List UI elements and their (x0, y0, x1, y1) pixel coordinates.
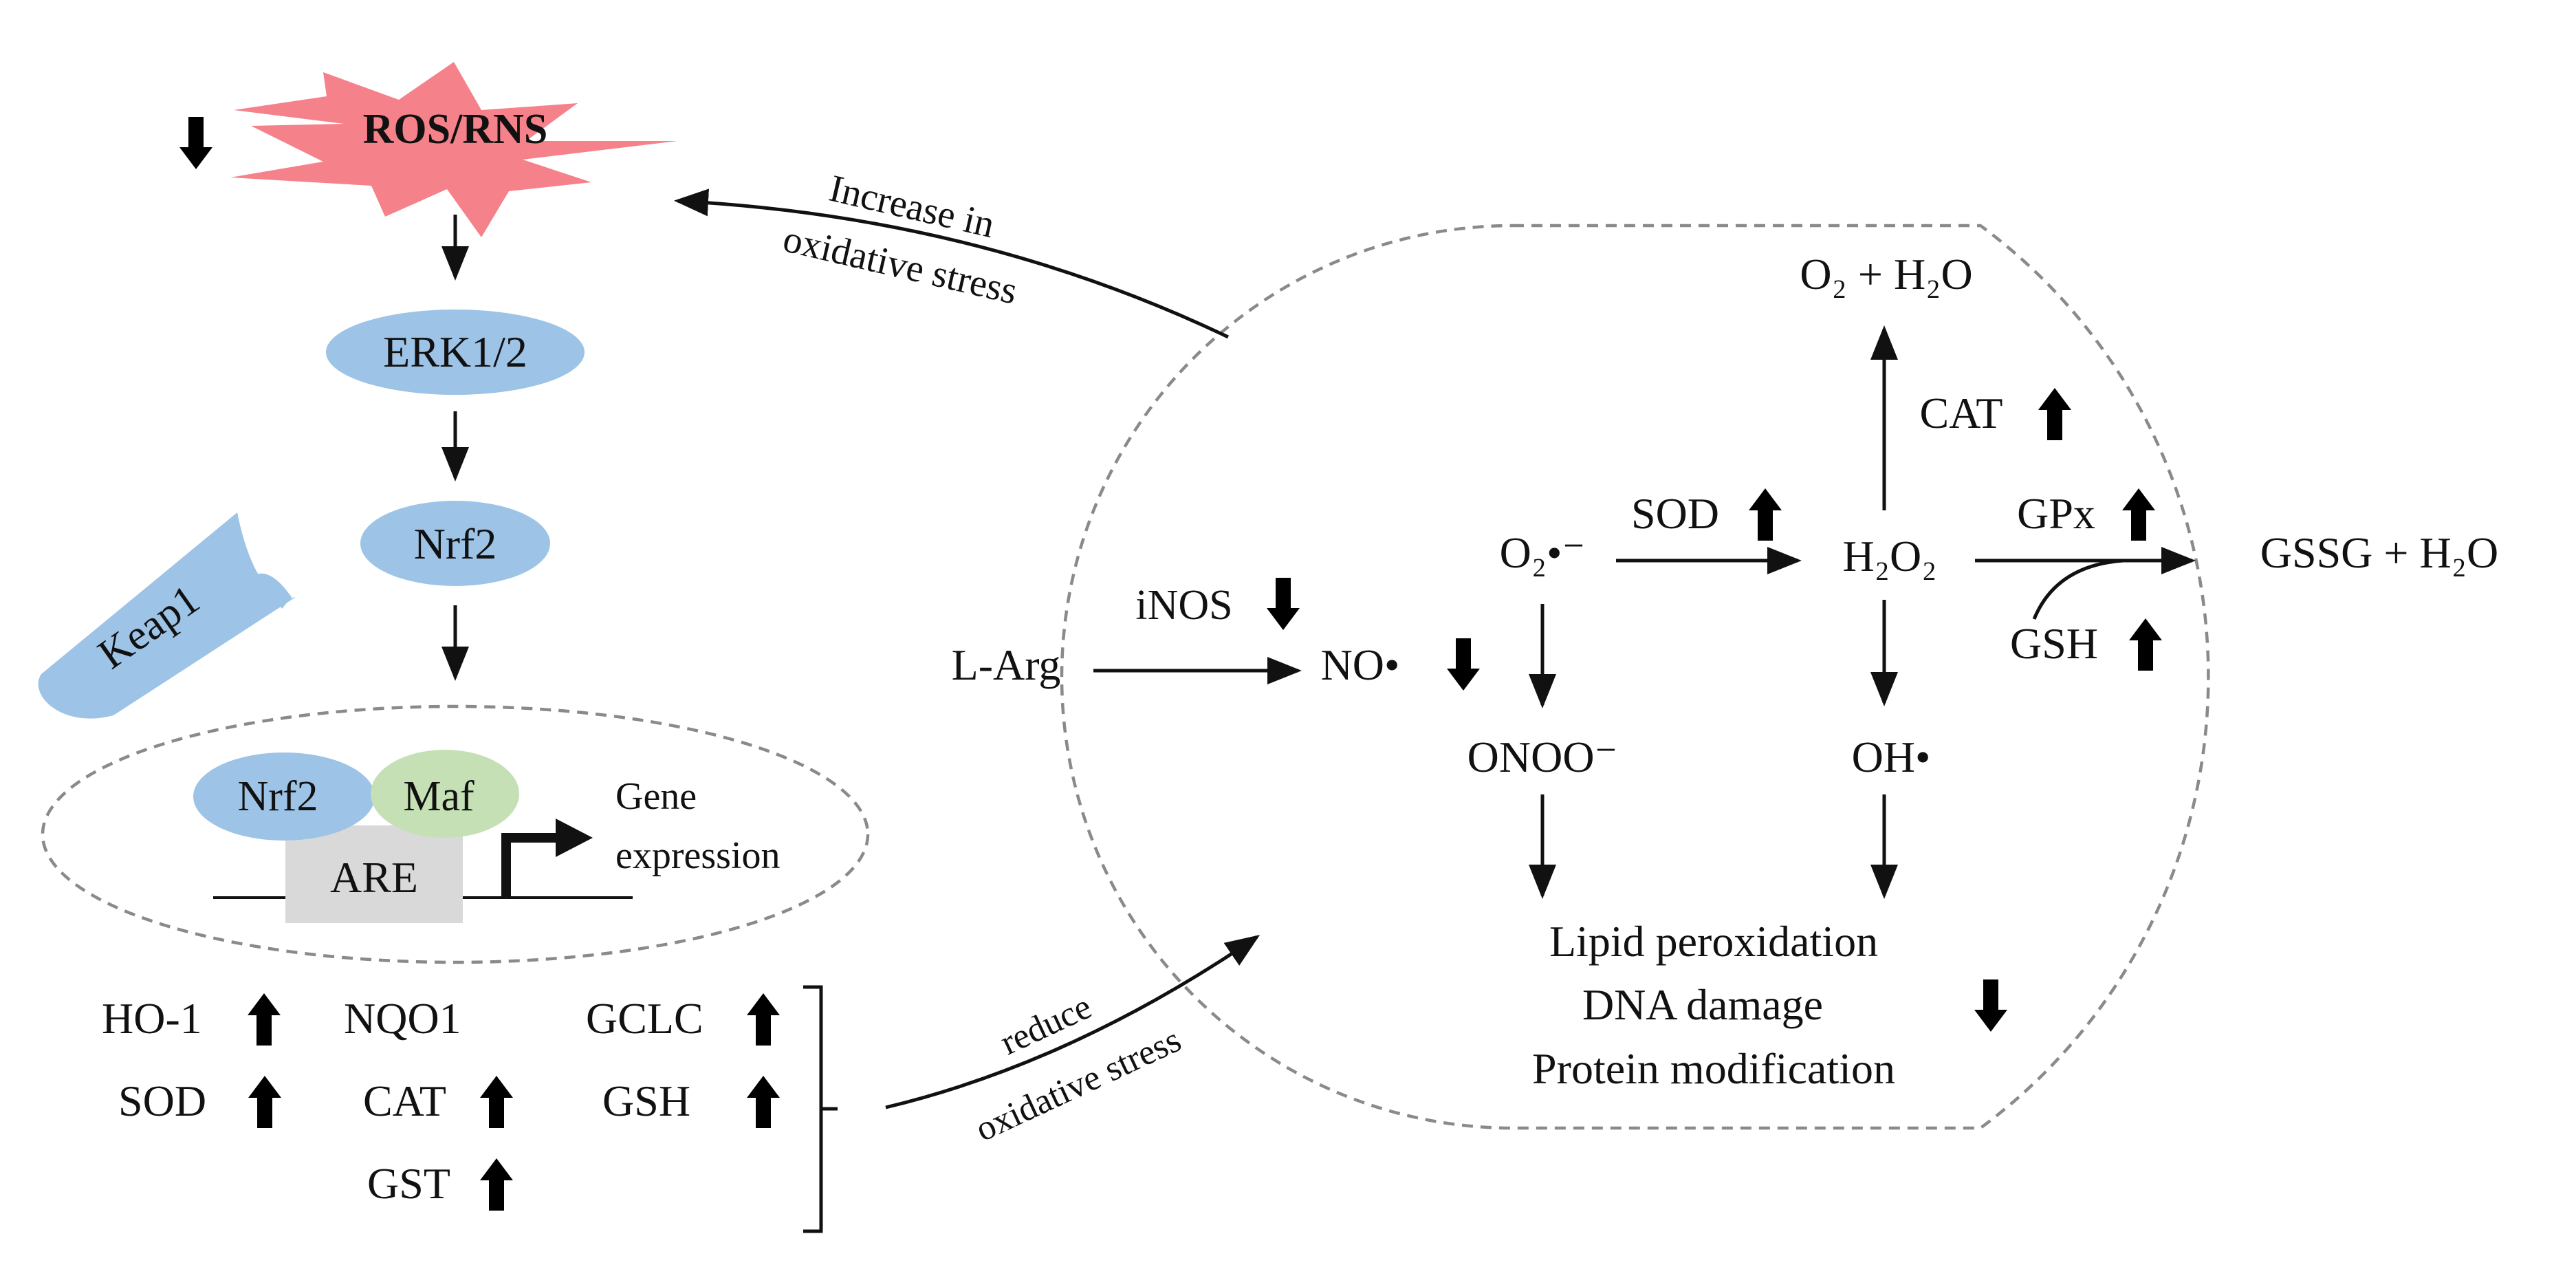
are-box (285, 825, 463, 923)
peroxynitrite-label: ONOO⁻ (1467, 733, 1618, 781)
gssg-h2o-label: GSSG + H₂O (2260, 528, 2498, 577)
hydroxyl-radical-label: OH• (1852, 733, 1931, 781)
gclc-up-arrow-icon (747, 993, 780, 1046)
cat-target-label: CAT (363, 1076, 446, 1125)
no-down-arrow-icon (1447, 638, 1480, 691)
lipid-peroxidation-label: Lipid peroxidation (1549, 917, 1878, 966)
gsh-target-up-arrow-icon (747, 1076, 780, 1128)
cat-target-up-arrow-icon (480, 1076, 513, 1128)
nucleus-nrf2-oval (193, 752, 375, 841)
nucleus-dashed-boundary (41, 704, 870, 964)
sod-up-arrow-icon (1749, 488, 1782, 541)
reduce-oxidative-stress-arrow (885, 935, 1260, 1109)
sod-target-up-arrow-icon (248, 1076, 281, 1128)
gsh-label: GSH (2010, 619, 2098, 668)
sod-target-label: SOD (118, 1076, 206, 1125)
gst-label: GST (367, 1159, 450, 1208)
transcription-start-arrow (501, 833, 563, 898)
expression-label: expression (615, 834, 781, 877)
gsh-target-label: GSH (602, 1076, 690, 1125)
reduce-label: reduce (994, 987, 1098, 1063)
cat-up-arrow-icon (2038, 388, 2071, 440)
ho1-label: HO-1 (102, 994, 202, 1043)
are-label: ARE (330, 853, 418, 902)
o2-h2o-label: O₂ + H₂O (1800, 250, 1972, 299)
erk-label: ERK1/2 (383, 327, 527, 376)
cat-label: CAT (1920, 389, 2003, 437)
superoxide-label: O₂•⁻ (1500, 528, 1586, 577)
transcription-arrowhead (556, 819, 593, 857)
gpx-up-arrow-icon (2122, 488, 2155, 541)
nrf2-label: Nrf2 (414, 519, 497, 568)
sod-label: SOD (1631, 489, 1719, 538)
nrf2-oval (360, 501, 550, 586)
gclc-label: GCLC (586, 994, 703, 1043)
maf-oval (371, 750, 519, 838)
gst-up-arrow-icon (480, 1158, 513, 1211)
ros-burst-shape (230, 62, 677, 237)
maf-label: Maf (403, 773, 474, 820)
nqo1-label: NQO1 (344, 994, 461, 1043)
l-arg-label: L-Arg (952, 640, 1061, 689)
nucleus-nrf2-label: Nrf2 (237, 773, 318, 820)
keap1-shape (38, 512, 296, 719)
damage-down-arrow-icon (1974, 979, 2007, 1032)
ho1-up-arrow-icon (248, 993, 281, 1046)
gsh-up-arrow-icon (2129, 618, 2162, 671)
targets-bracket (803, 985, 838, 1233)
gene-label: Gene (615, 775, 697, 818)
increase-oxidative-stress-arrow (674, 188, 1230, 339)
h2o2-label: H₂O₂ (1842, 532, 1936, 581)
inos-label: iNOS (1135, 582, 1232, 629)
gpx-label: GPx (2017, 489, 2095, 538)
ros-down-arrow-icon (179, 117, 212, 169)
dna-damage-label: DNA damage (1582, 980, 1823, 1029)
protein-modification-label: Protein modification (1532, 1044, 1895, 1093)
inos-down-arrow-icon (1267, 578, 1300, 630)
no-radical-label: NO• (1321, 640, 1400, 689)
erk-oval (326, 310, 585, 395)
gsh-cofactor-curve (2032, 559, 2124, 620)
ros-rns-label: ROS/RNS (363, 106, 548, 153)
